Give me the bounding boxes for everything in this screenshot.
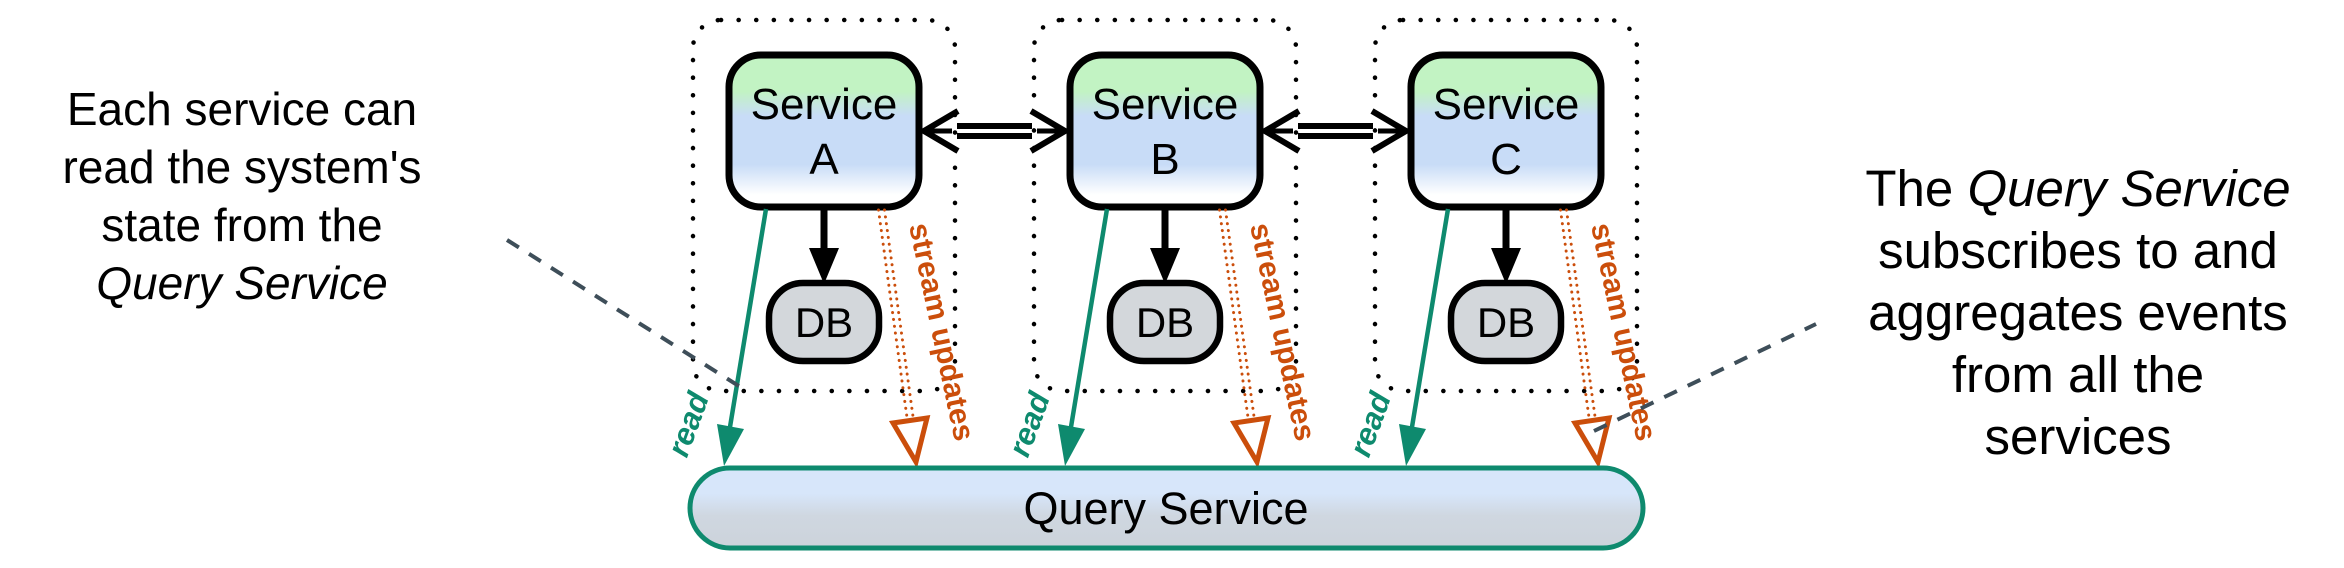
left-annotation-line4-italic: Query Service xyxy=(96,257,388,309)
stream-updates-b-open-arrowhead xyxy=(1229,414,1272,469)
db-a-box xyxy=(765,279,883,365)
service-column-b: Service B DB read stream updates xyxy=(1001,17,1321,469)
right-annotation-line1-italic: Query Service xyxy=(1967,160,2291,217)
stream-updates-b-dotted-line-2 xyxy=(1224,208,1256,422)
db-c-box xyxy=(1447,279,1565,365)
service-b-to-db-arrowhead xyxy=(1150,248,1180,284)
left-annotation-text: Each service can read the system's state… xyxy=(12,80,472,312)
read-label-b: read xyxy=(1001,387,1057,462)
service-column-a: Service A DB read stream updates xyxy=(660,17,980,469)
b-c-arrow-right-open-head xyxy=(1370,108,1412,154)
db-b-box xyxy=(1106,279,1224,365)
stream-updates-a-dotted-line-1 xyxy=(877,208,909,423)
read-arrow-a-line xyxy=(727,208,769,428)
stream-updates-b-dotted-line-1 xyxy=(1218,208,1250,423)
right-annotation-line1-prefix: The xyxy=(1865,160,1968,217)
left-annotation-dashed-leader xyxy=(505,238,744,390)
service-b-label-line1: Service xyxy=(1092,80,1239,129)
right-annotation-line3: aggregates events xyxy=(1868,284,2288,341)
right-annotation-line4: from all the xyxy=(1951,346,2205,403)
service-b-label-line2: B xyxy=(1150,135,1179,184)
read-arrow-c-line xyxy=(1409,208,1451,428)
a-b-arrow-right-open-head xyxy=(1029,108,1071,154)
stream-updates-label-c: stream updates xyxy=(1584,220,1662,444)
service-c-label-line2: C xyxy=(1490,135,1522,184)
db-c-label: DB xyxy=(1477,299,1535,346)
stream-updates-label-b: stream updates xyxy=(1243,220,1321,444)
right-annotation-line1: The Query Service xyxy=(1833,158,2323,220)
service-a-to-db-arrowhead xyxy=(809,248,839,284)
service-c-to-db-arrowhead xyxy=(1491,248,1521,284)
stream-updates-a-dotted-line-2 xyxy=(883,208,915,422)
service-c-box xyxy=(1407,51,1605,211)
read-label-c: read xyxy=(1342,387,1398,462)
service-b-c-double-arrow xyxy=(1259,108,1412,154)
service-b-box xyxy=(1066,51,1264,211)
service-a-box xyxy=(725,51,923,211)
service-a-label-line2: A xyxy=(809,135,839,184)
stream-updates-c-dotted-line-2 xyxy=(1565,208,1597,422)
right-annotation-line5: services xyxy=(1984,408,2172,465)
b-c-arrow-left-open-head xyxy=(1259,108,1301,154)
left-annotation-line1: Each service can xyxy=(66,83,418,135)
read-arrow-a-head xyxy=(717,424,744,466)
service-column-c: Service C DB read stream updates xyxy=(1342,17,1662,469)
read-label-a: read xyxy=(660,387,716,462)
stream-updates-label-a: stream updates xyxy=(902,220,980,444)
stream-updates-c-dotted-line-1 xyxy=(1559,208,1591,423)
right-annotation-text: The Query Service subscribes to and aggr… xyxy=(1833,158,2323,468)
a-b-arrow-left-open-head xyxy=(918,108,960,154)
service-a-label-line1: Service xyxy=(751,80,898,129)
read-arrow-b-head xyxy=(1058,424,1085,466)
right-annotation-line2: subscribes to and xyxy=(1878,222,2278,279)
read-arrow-c-head xyxy=(1399,424,1426,466)
query-service-bar xyxy=(687,465,1646,551)
stream-updates-a-open-arrowhead xyxy=(888,414,931,469)
left-annotation-line2: read the system's xyxy=(62,141,422,193)
db-b-label: DB xyxy=(1136,299,1194,346)
read-arrow-b-line xyxy=(1068,208,1110,428)
service-c-label-line1: Service xyxy=(1433,80,1580,129)
service-a-b-double-arrow xyxy=(918,108,1071,154)
query-service-label: Query Service xyxy=(1023,483,1308,534)
db-a-label: DB xyxy=(795,299,853,346)
left-annotation-line3: state from the xyxy=(101,199,383,251)
